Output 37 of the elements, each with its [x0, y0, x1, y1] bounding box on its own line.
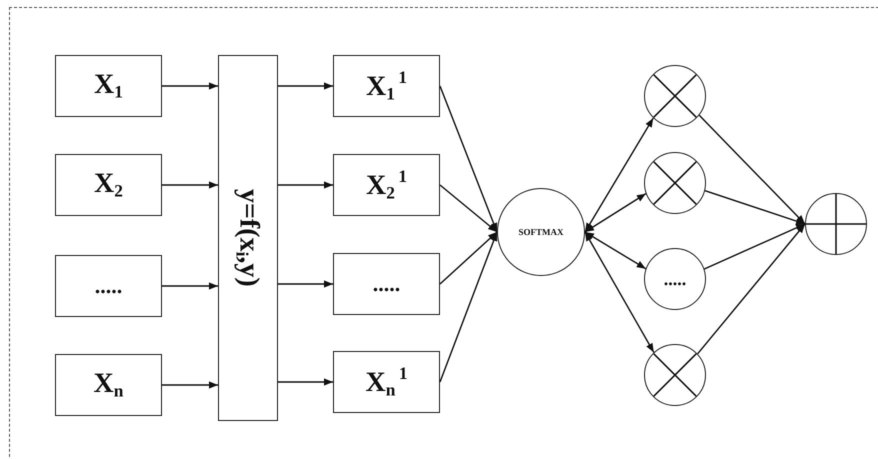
arrow [162, 282, 218, 290]
node-label: X$_{n}$ [94, 370, 124, 400]
process-box [333, 154, 440, 216]
process-box [55, 354, 162, 416]
arrow [439, 232, 498, 382]
node-label: ..... [664, 270, 686, 288]
process-box [55, 255, 162, 317]
arrow [162, 82, 218, 90]
arrow [162, 181, 218, 189]
arrow [162, 381, 218, 389]
arrow [697, 224, 806, 354]
node-label: SOFTMAX [518, 228, 564, 236]
process-box [333, 351, 440, 413]
process-box [55, 55, 162, 117]
arrow [440, 231, 498, 285]
arrow [704, 223, 806, 270]
arrow [278, 378, 333, 386]
node-label: ..... [94, 275, 122, 297]
arrow [584, 118, 654, 232]
arrow [278, 82, 333, 90]
node-label: X$_{1}$ [94, 71, 123, 101]
process-box [333, 253, 440, 315]
arrow [584, 232, 654, 353]
node-label: X$_{2}$ [94, 170, 123, 200]
arrow [698, 114, 806, 224]
arrow [584, 193, 646, 233]
function-box [218, 55, 278, 421]
arrow [278, 280, 333, 288]
process-box [333, 55, 440, 117]
arrow [439, 86, 498, 232]
arrow [584, 231, 646, 270]
node-label: ..... [372, 273, 400, 295]
arrow [440, 184, 498, 233]
arrow [278, 181, 333, 189]
multiply-circle [644, 65, 706, 127]
arrow [704, 190, 806, 225]
process-box [55, 154, 162, 216]
